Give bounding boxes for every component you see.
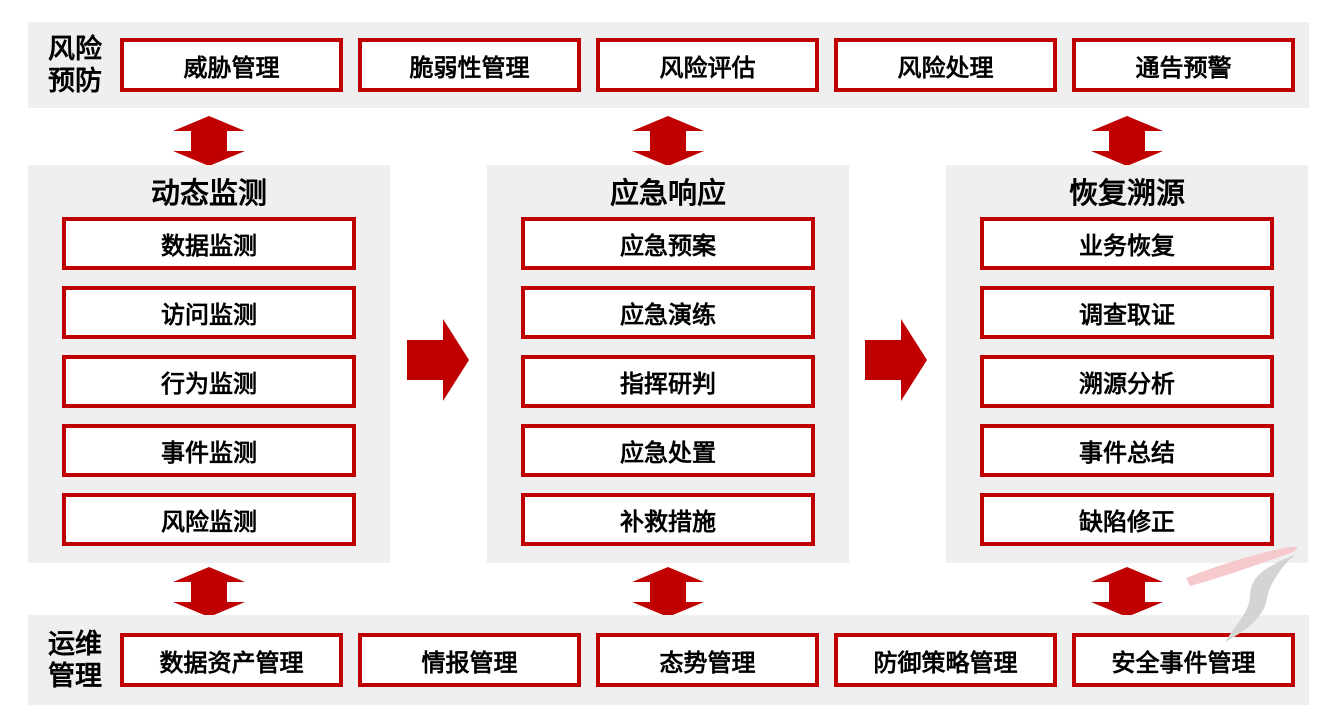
box-event-monitoring: 事件监测 xyxy=(62,424,356,477)
emergency-response-items: 应急预案 应急演练 指挥研判 应急处置 补救措施 xyxy=(487,217,849,546)
box-intelligence-management: 情报管理 xyxy=(358,633,581,687)
box-notification-warning: 通告预警 xyxy=(1072,38,1295,92)
right-flow-arrow-icon xyxy=(407,319,469,401)
box-emergency-disposal: 应急处置 xyxy=(521,424,815,477)
panel-dynamic-monitoring: 动态监测 数据监测 访问监测 行为监测 事件监测 风险监测 xyxy=(28,165,390,563)
box-vulnerability-management: 脆弱性管理 xyxy=(358,38,581,92)
box-remedial-measures: 补救措施 xyxy=(521,493,815,546)
vertical-double-arrow-icon xyxy=(173,567,245,617)
swoosh-watermark-icon xyxy=(1186,546,1298,642)
band-label-line1: 风险 xyxy=(48,33,102,64)
vertical-double-arrow-icon xyxy=(173,116,245,166)
box-situation-management: 态势管理 xyxy=(596,633,819,687)
box-security-incident-management: 安全事件管理 xyxy=(1072,633,1295,687)
box-emergency-drill: 应急演练 xyxy=(521,286,815,339)
band-label-line1: 运维 xyxy=(48,628,102,659)
band-label-line2: 预防 xyxy=(48,66,102,96)
vertical-double-arrow-icon xyxy=(1091,567,1163,617)
vertical-double-arrow-icon xyxy=(1091,116,1163,166)
box-risk-monitoring: 风险监测 xyxy=(62,493,356,546)
band-operations-management: 运维 管理 数据资产管理 情报管理 态势管理 防御策略管理 安全事件管理 xyxy=(28,615,1309,705)
band-label-line2: 管理 xyxy=(48,661,102,691)
panel-emergency-response: 应急响应 应急预案 应急演练 指挥研判 应急处置 补救措施 xyxy=(487,165,849,563)
box-investigation-forensics: 调查取证 xyxy=(980,286,1274,339)
band-label-operations-management: 运维 管理 xyxy=(40,628,110,693)
box-traceability-analysis: 溯源分析 xyxy=(980,355,1274,408)
box-defect-correction: 缺陷修正 xyxy=(980,493,1274,546)
right-flow-arrow-icon xyxy=(865,319,927,401)
box-risk-assessment: 风险评估 xyxy=(596,38,819,92)
box-incident-summary: 事件总结 xyxy=(980,424,1274,477)
vertical-double-arrow-icon xyxy=(632,567,704,617)
box-business-recovery: 业务恢复 xyxy=(980,217,1274,270)
box-data-monitoring: 数据监测 xyxy=(62,217,356,270)
box-access-monitoring: 访问监测 xyxy=(62,286,356,339)
vertical-double-arrow-icon xyxy=(632,116,704,166)
risk-prevention-boxes: 威胁管理 脆弱性管理 风险评估 风险处理 通告预警 xyxy=(120,38,1295,92)
band-label-risk-prevention: 风险 预防 xyxy=(40,33,110,98)
box-risk-handling: 风险处理 xyxy=(834,38,1057,92)
box-command-judgment: 指挥研判 xyxy=(521,355,815,408)
box-behavior-monitoring: 行为监测 xyxy=(62,355,356,408)
band-risk-prevention: 风险 预防 威胁管理 脆弱性管理 风险评估 风险处理 通告预警 xyxy=(28,22,1309,108)
box-defense-strategy-management: 防御策略管理 xyxy=(834,633,1057,687)
panel-title-recovery-traceability: 恢复溯源 xyxy=(1068,178,1185,210)
box-threat-management: 威胁管理 xyxy=(120,38,343,92)
recovery-traceability-items: 业务恢复 调查取证 溯源分析 事件总结 缺陷修正 xyxy=(946,217,1308,546)
box-emergency-plan: 应急预案 xyxy=(521,217,815,270)
panel-recovery-traceability: 恢复溯源 业务恢复 调查取证 溯源分析 事件总结 缺陷修正 xyxy=(946,165,1308,563)
operations-management-boxes: 数据资产管理 情报管理 态势管理 防御策略管理 安全事件管理 xyxy=(120,633,1295,687)
panel-title-dynamic-monitoring: 动态监测 xyxy=(150,178,267,210)
panel-title-emergency-response: 应急响应 xyxy=(609,178,726,210)
dynamic-monitoring-items: 数据监测 访问监测 行为监测 事件监测 风险监测 xyxy=(28,217,390,546)
box-data-asset-management: 数据资产管理 xyxy=(120,633,343,687)
